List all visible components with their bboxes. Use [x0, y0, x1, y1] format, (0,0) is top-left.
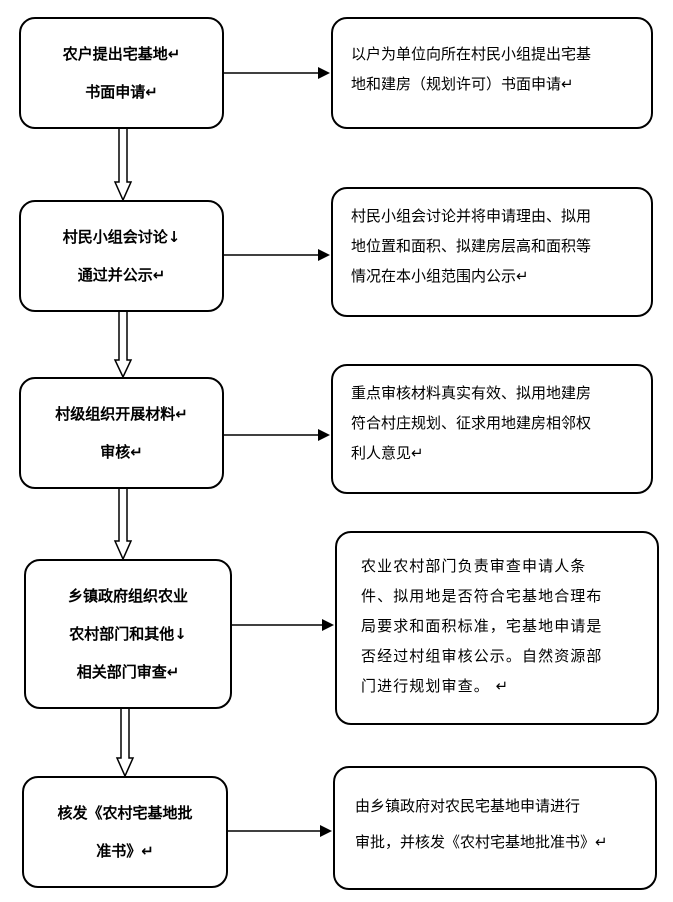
step-5-detail-box: 由乡镇政府对农民宅基地申请进行 审批，并核发《农村宅基地批准书》↵ — [333, 766, 657, 890]
step-4-title-line-3: 相关部门审查↵ — [76, 663, 180, 681]
step-1-title-line-1: 农户提出宅基地↵ — [62, 45, 181, 63]
step-3-detail-line-1: 重点审核材料真实有效、拟用地建房 — [351, 384, 592, 402]
step-3-title-line-2: 审核↵ — [100, 443, 143, 461]
arrow-right-1 — [224, 67, 330, 79]
arrow-down-3 — [113, 489, 133, 561]
step-2-title-line-2: 通过并公示↵ — [77, 266, 166, 284]
step-4-detail-box: 农业农村部门负责审查申请人条 件、拟用地是否符合宅基地合理布 局要求和面积标准，… — [335, 531, 659, 725]
step-2-detail-line-2: 地位置和面积、拟建房层高和面积等 — [351, 237, 592, 255]
step-3-box: 村级组织开展材料↵ 审核↵ — [19, 377, 224, 489]
step-5-detail-line-1: 由乡镇政府对农民宅基地申请进行 — [355, 797, 581, 815]
step-4-title-line-1: 乡镇政府组织农业 — [67, 587, 188, 605]
step-1-detail-line-2: 地和建房（规划许可）书面申请↵ — [351, 75, 574, 93]
step-1-box: 农户提出宅基地↵ 书面申请↵ — [19, 17, 224, 129]
step-1-detail-box: 以户为单位向所在村民小组提出宅基 地和建房（规划许可）书面申请↵ — [331, 17, 653, 129]
step-2-box: 村民小组会讨论↓ 通过并公示↵ — [19, 200, 224, 312]
step-4-detail-line-1: 农业农村部门负责审查申请人条 — [361, 557, 587, 575]
step-2-title-line-1: 村民小组会讨论↓ — [62, 228, 181, 246]
step-3-detail-box: 重点审核材料真实有效、拟用地建房 符合村庄规划、征求用地建房相邻权 利人意见↵ — [331, 364, 653, 494]
step-4-title-line-2: 农村部门和其他↓ — [69, 625, 187, 643]
arrow-down-2 — [113, 312, 133, 379]
step-3-detail-line-2: 符合村庄规划、征求用地建房相邻权 — [351, 414, 592, 432]
step-4-detail-line-4: 否经过村组审核公示。自然资源部 — [361, 647, 603, 665]
step-4-detail-line-2: 件、拟用地是否符合宅基地合理布 — [361, 587, 603, 605]
arrow-right-2 — [224, 249, 330, 261]
arrow-right-5 — [228, 825, 332, 837]
step-4-detail-line-5: 门进行规划审查。 ↵ — [361, 677, 510, 695]
step-3-title-line-1: 村级组织开展材料↵ — [55, 405, 188, 423]
arrow-right-3 — [224, 429, 330, 441]
step-2-detail-box: 村民小组会讨论并将申请理由、拟用 地位置和面积、拟建房层高和面积等 情况在本小组… — [331, 187, 653, 317]
arrow-down-1 — [113, 129, 133, 202]
step-5-box: 核发《农村宅基地批 准书》↵ — [22, 776, 228, 888]
step-5-detail-line-2: 审批，并核发《农村宅基地批准书》↵ — [355, 833, 608, 851]
step-4-box: 乡镇政府组织农业 农村部门和其他↓ 相关部门审查↵ — [24, 559, 232, 709]
step-5-title-line-1: 核发《农村宅基地批 — [57, 804, 193, 822]
step-1-detail-line-1: 以户为单位向所在村民小组提出宅基 — [351, 45, 592, 63]
step-2-detail-line-3: 情况在本小组范围内公示↵ — [351, 267, 529, 285]
step-3-detail-line-3: 利人意见↵ — [351, 444, 424, 462]
step-2-detail-line-1: 村民小组会讨论并将申请理由、拟用 — [351, 207, 592, 225]
step-4-detail-line-3: 局要求和面积标准，宅基地申请是 — [361, 617, 603, 635]
arrow-right-4 — [232, 619, 334, 631]
step-5-title-line-2: 准书》↵ — [96, 842, 154, 860]
step-1-title-line-2: 书面申请↵ — [85, 83, 158, 101]
arrow-down-4 — [115, 709, 135, 778]
